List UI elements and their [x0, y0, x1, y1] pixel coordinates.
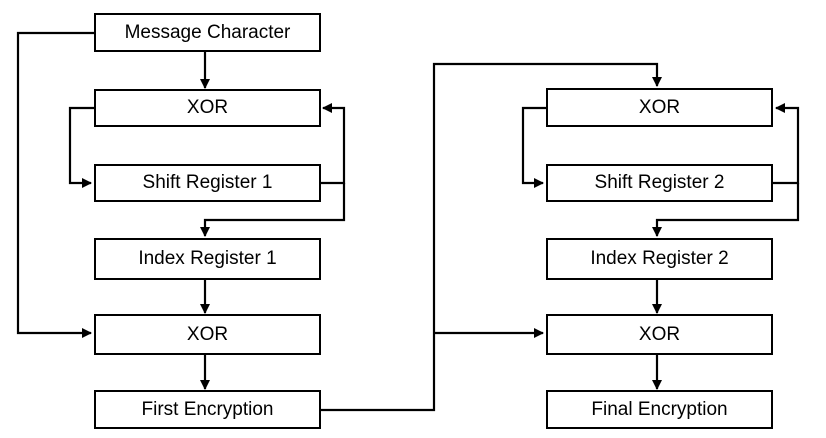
- arrow-first-encryption-to-right-xor-top: [321, 62, 662, 412]
- xor-box-1: XOR: [94, 89, 321, 127]
- arrow-xor1-to-shift1: [68, 106, 94, 188]
- shift-register-2-box: Shift Register 2: [546, 164, 773, 202]
- index-register-2-box: Index Register 2: [546, 238, 773, 280]
- arrow-shift1-feedback-to-xor1: [320, 103, 346, 185]
- shift-register-1-box: Shift Register 1: [94, 164, 321, 202]
- xor-box-2: XOR: [94, 314, 321, 355]
- arrow-xor3-to-shift2: [521, 106, 546, 188]
- arrow-shift2-to-index2: [652, 183, 800, 237]
- final-encryption-box: Final Encryption: [546, 390, 773, 429]
- arrow-shift1-to-index1: [200, 183, 346, 237]
- xor-box-4: XOR: [546, 314, 773, 355]
- arrow-message-bypass-to-xor2: [16, 31, 94, 338]
- index-register-1-box: Index Register 1: [94, 238, 321, 280]
- first-encryption-box: First Encryption: [94, 390, 321, 429]
- arrow-shift2-feedback-to-xor3: [773, 103, 800, 185]
- xor-box-3: XOR: [546, 88, 773, 127]
- message-character-box: Message Character: [94, 13, 321, 52]
